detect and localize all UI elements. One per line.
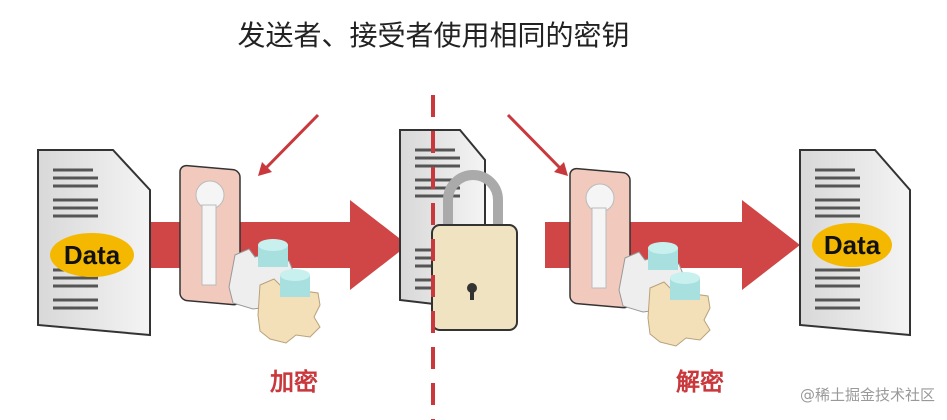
diagram-title: 发送者、接受者使用相同的密钥 <box>237 19 630 52</box>
encrypt-label: 加密 <box>270 368 318 396</box>
decrypted-data-label: Data <box>824 230 881 260</box>
watermark: @稀土掘金技术社区 <box>799 386 935 404</box>
plaintext-document-icon: Data <box>37 149 151 337</box>
key-pointer-arrow-left <box>262 113 320 172</box>
decrypt-label: 解密 <box>676 368 724 396</box>
decrypted-document-icon: Data <box>799 149 911 337</box>
key-pointer-arrow-right <box>506 113 564 172</box>
plaintext-data-label: Data <box>64 240 121 270</box>
